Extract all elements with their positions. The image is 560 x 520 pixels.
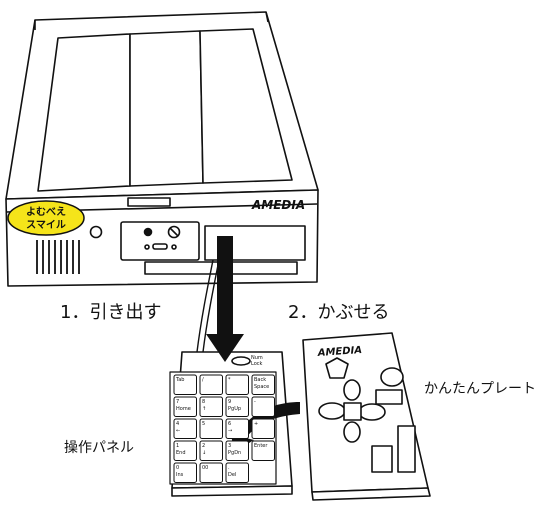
- keypad-key-label: 9: [228, 399, 231, 405]
- keypad-key-label: 7: [176, 399, 179, 405]
- keypad-key: [199, 418, 223, 439]
- keypad-key-label: 0: [176, 465, 179, 471]
- keypad-key: [173, 374, 197, 395]
- keypad-key-label: 00: [202, 465, 208, 471]
- keypad-key-label: →: [228, 428, 232, 434]
- keypad-key-label: ↓: [202, 450, 206, 456]
- step-1-label: 1．引き出す: [60, 302, 161, 323]
- keypad-key-label: Home: [176, 406, 191, 412]
- sticker-line-2: スマイル: [26, 219, 66, 231]
- keypad-key: [173, 396, 197, 417]
- keypad-key-label: 3: [228, 443, 231, 449]
- sticker-line-1: よむべえ: [26, 206, 66, 218]
- keypad-key-label: 4: [176, 421, 179, 427]
- keypad-key-label: Del: [228, 472, 236, 478]
- sticker-logo: よむべえ スマイル: [7, 200, 85, 236]
- keypad-key-label: End: [176, 450, 186, 456]
- keypad-key-label: 1: [176, 443, 179, 449]
- keypad-key: [199, 396, 223, 417]
- keypad-key: [199, 374, 223, 395]
- keypad-key-label: 8: [202, 399, 205, 405]
- keypad-key-label: Ins: [176, 472, 184, 478]
- keypad-key-label: Back: [254, 377, 266, 383]
- keypad-key-label: ←: [176, 428, 180, 434]
- keypad-key: [251, 396, 275, 417]
- keypad-key-label: .: [228, 465, 230, 471]
- keypad-key-label: Tab: [175, 377, 184, 383]
- easy-plate-label: かんたんプレート: [424, 381, 536, 397]
- keypad-key: [173, 418, 197, 439]
- keypad-key-label: 2: [202, 443, 205, 449]
- keypad-key-label: ↑: [202, 406, 206, 412]
- keypad-key-label: PgDn: [228, 450, 241, 456]
- keypad-key-label: /: [202, 377, 204, 383]
- keypad-key-label: PgUp: [228, 406, 241, 412]
- keypad-key-label: Enter: [254, 443, 268, 449]
- operation-panel-label: 操作パネル: [64, 440, 134, 456]
- keypad-key: [225, 462, 249, 483]
- step-2-label: 2．かぶせる: [288, 302, 389, 323]
- keypad-key-label: Space: [254, 384, 269, 390]
- pull-out-arrow: [206, 236, 244, 362]
- keypad-key: [173, 440, 197, 461]
- keypad-key: [251, 418, 275, 439]
- keypad-key: [173, 462, 197, 483]
- easy-plate: [302, 332, 431, 501]
- keypad-key: [225, 440, 249, 461]
- keypad-key: [251, 374, 275, 395]
- keypad-key: [225, 396, 249, 417]
- device-unit: [5, 11, 319, 353]
- keypad-key-label: +: [254, 421, 258, 427]
- keypad-key-label: -: [254, 399, 256, 405]
- keypad-key-label: 6: [228, 421, 231, 427]
- plate-brand: AMEDIA: [316, 345, 362, 359]
- cover-arrow: [230, 402, 300, 452]
- device-brand: AMEDIA: [251, 198, 305, 212]
- keypad-key: [199, 462, 223, 483]
- keypad-key: [251, 440, 275, 461]
- numlock-label-1: Num: [251, 355, 263, 361]
- keypad-key: [225, 374, 249, 395]
- keypad-key-label: 5: [202, 421, 205, 427]
- keypad-key: [225, 418, 249, 439]
- keypad-key: [199, 440, 223, 461]
- keypad-key-label: *: [228, 377, 231, 383]
- numlock-label-2: Lock: [251, 361, 263, 367]
